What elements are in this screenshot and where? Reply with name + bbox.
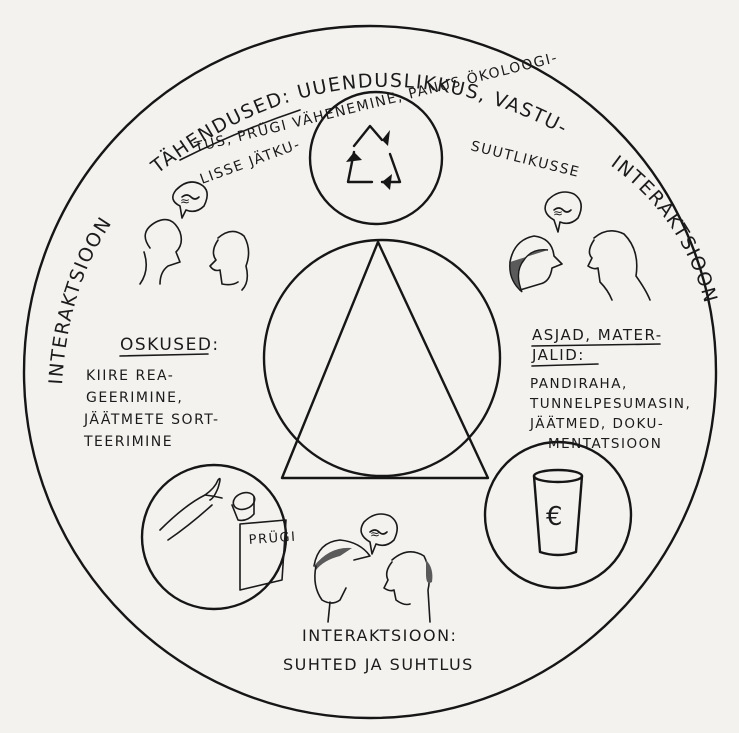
bottom-subtitle: SUHTED JA SUHTLUS [283,655,474,674]
materials-line-4: MENTATSIOON [548,436,662,452]
bottom-title: INTERAKTSIOON: [302,626,457,645]
materials-underline-1 [532,344,660,346]
speech-symbol-right: ≈ [553,206,565,220]
central-circle [264,240,500,476]
skills-line-4: TEERIMINE [83,434,173,450]
arc-left-text: INTERAKTSIOON [45,213,117,386]
people-talking-icon-left [140,182,249,290]
materials-title-1: ASJAD, MATER- [532,326,663,344]
materials-line-2: TUNNELPESUMASIN, [529,396,691,412]
materials-underline-2 [532,364,598,366]
materials-line-1: PANDIRAHA, [530,376,628,392]
recycle-icon [346,126,400,190]
top-text-line-3: SUUTLIKUSSE [469,138,582,181]
skills-line-1: KIIRE REA- [86,368,174,384]
people-talking-icon-right [510,192,650,300]
skills-line-2: GEERIMINE, [86,390,183,406]
speech-symbol-bottom: ≈ [370,527,382,541]
materials-title-2: JALID: [531,346,585,364]
arc-right-textpath: INTERAKTSIOON [607,151,721,306]
triangle [282,242,488,478]
skills-line-3: JÄÄTMETE SORT- [83,410,220,428]
arc-right-text: INTERAKTSIOON [607,151,721,306]
euro-symbol: € [546,502,564,532]
trash-label: PRÜGI [248,528,297,548]
materials-line-3: JÄÄTMED, DOKU- [529,414,664,432]
skills-title: OSKUSED: [120,335,220,355]
speech-symbol-left: ≈ [180,194,192,208]
arc-left-textpath: INTERAKTSIOON [45,213,117,386]
